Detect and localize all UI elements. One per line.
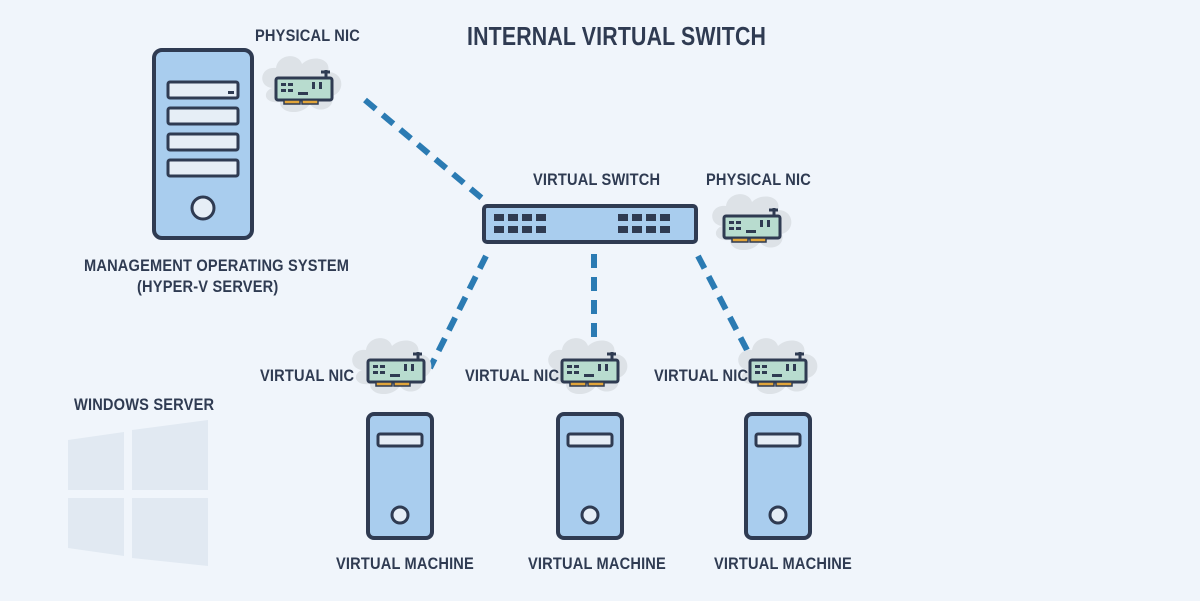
windows-logo-icon <box>68 420 208 566</box>
virtual-machine-1-label: VIRTUAL MACHINE <box>336 554 474 573</box>
physical-nic-top-label: PHYSICAL NIC <box>255 26 360 45</box>
windows-server-label: WINDOWS SERVER <box>74 395 215 414</box>
virtual-nic-1 <box>352 338 432 395</box>
diagram-title: INTERNAL VIRTUAL SWITCH <box>467 21 767 51</box>
physical-nic-right-label: PHYSICAL NIC <box>706 170 811 189</box>
virtual-machine-2-icon <box>556 412 624 540</box>
hyper-v-server-label: (HYPER-V SERVER) <box>137 277 279 296</box>
virtual-switch-label: VIRTUAL SWITCH <box>533 170 661 189</box>
virtual-machine-1-icon <box>366 412 434 540</box>
virtual-nic-1-label: VIRTUAL NIC <box>260 366 355 385</box>
virtual-nic-2-label: VIRTUAL NIC <box>465 366 560 385</box>
virtual-nic-3-label: VIRTUAL NIC <box>654 366 749 385</box>
virtual-nic-2 <box>548 338 628 395</box>
management-os-label: MANAGEMENT OPERATING SYSTEM <box>84 256 350 275</box>
management-server-icon <box>152 48 254 240</box>
link-switch-to-vm1 <box>427 254 489 370</box>
virtual-machine-3-icon <box>744 412 812 540</box>
link-nic-to-switch <box>363 97 486 203</box>
virtual-nic-3 <box>738 338 818 395</box>
physical-nic-top <box>262 56 342 113</box>
physical-nic-right <box>712 194 792 251</box>
virtual-machine-3-label: VIRTUAL MACHINE <box>714 554 852 573</box>
virtual-switch-icon <box>482 204 698 244</box>
link-switch-to-vm3 <box>695 254 751 354</box>
virtual-machine-2-label: VIRTUAL MACHINE <box>528 554 666 573</box>
